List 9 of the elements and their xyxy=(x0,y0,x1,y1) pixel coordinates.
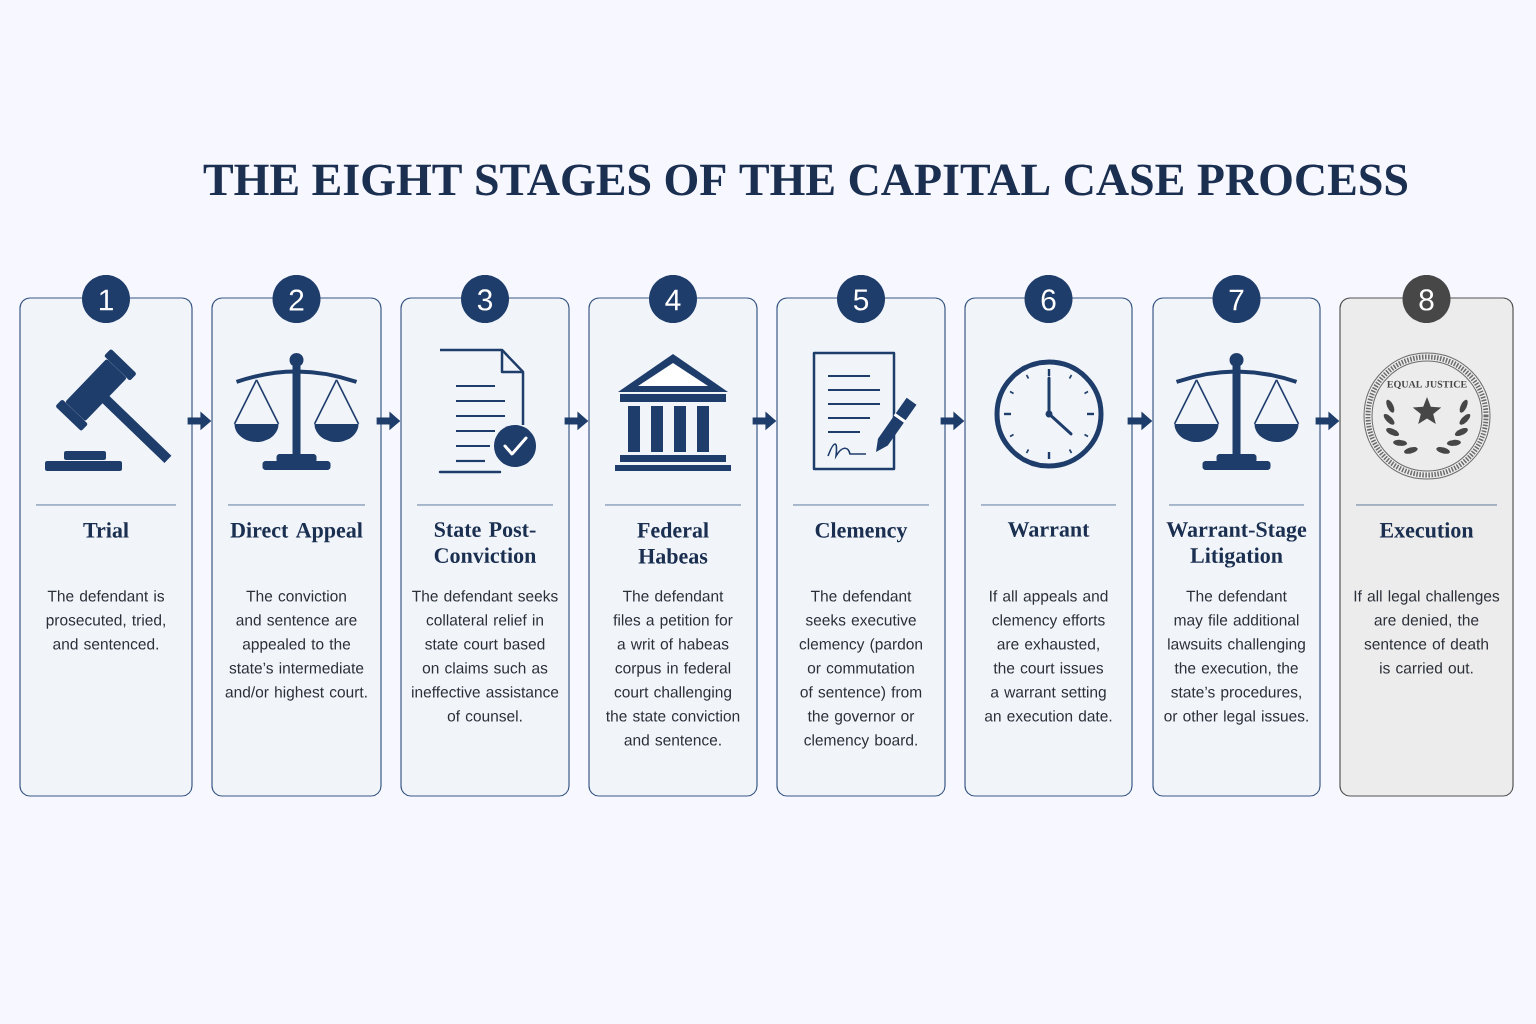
stage-card: 4 Federal Habeas The defendant files a petition for a writ of habeas corpus in federal court challenging the state conviction and sentence. xyxy=(588,275,758,797)
stage-card: 3 State Post-Conviction The defendant seeks collateral relief in state court based on claims such as ineffective assistance of counsel. xyxy=(400,275,570,797)
stage-card: 2 Direct Appeal The conviction and sentence are appealed to the state’s intermediate and/or highest court. xyxy=(211,275,382,797)
stage-card: 5 Clemency The defendant seeks executive clemency (pardon or commutation of sentence) from the governor or clemency board. xyxy=(776,275,946,797)
stage-card: 1 Trial The defendant is prosecuted, tried, and sentenced. xyxy=(19,275,193,797)
seal-drawing: EQUAL JUSTICE xyxy=(1363,352,1491,480)
stage-card: 6 Warrant If all appeals and clemency efforts are exhausted, the court issues a warrant setting an execution date. xyxy=(964,275,1133,797)
stage-card: 7 Warrant-Stage Litigation The defendant may file additional lawsuits challenging the execution, the state’s procedures, or other legal issues. xyxy=(1152,275,1321,797)
title: THE EIGHT STAGES OF THE CAPITAL CASE PROCESS xyxy=(203,164,1408,196)
